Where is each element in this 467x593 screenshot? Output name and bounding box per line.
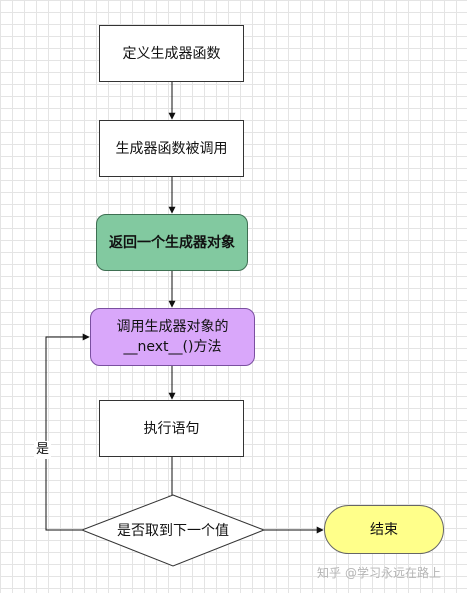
end-node: 结束: [324, 505, 444, 554]
watermark: 知乎 @学习永远在路上: [317, 564, 441, 581]
call-generator-node: 生成器函数被调用: [99, 120, 244, 177]
watermark-handle: @学习永远在路上: [345, 566, 442, 580]
define-generator-node: 定义生成器函数: [99, 25, 244, 82]
arrow-decision-loop-back: [45, 333, 90, 531]
call-generator-label: 生成器函数被调用: [115, 140, 228, 157]
decision-node: 是否取到下一个值: [82, 503, 264, 559]
call-next-label-line1: 调用生成器对象的: [116, 319, 229, 335]
execute-statement-label: 执行语句: [143, 420, 200, 437]
call-next-node: 调用生成器对象的 __next__()方法: [90, 308, 255, 366]
watermark-platform: 知乎: [317, 566, 342, 580]
decision-label: 是否取到下一个值: [117, 523, 229, 539]
execute-statement-node: 执行语句: [99, 400, 244, 457]
return-object-node: 返回一个生成器对象: [96, 214, 248, 271]
return-object-label: 返回一个生成器对象: [109, 234, 235, 251]
end-label: 结束: [370, 521, 398, 538]
call-next-label-line2: __next__()方法: [123, 339, 222, 355]
define-generator-label: 定义生成器函数: [122, 45, 221, 62]
yes-edge-label: 是: [34, 441, 52, 459]
decision-diamond: [80, 494, 266, 567]
